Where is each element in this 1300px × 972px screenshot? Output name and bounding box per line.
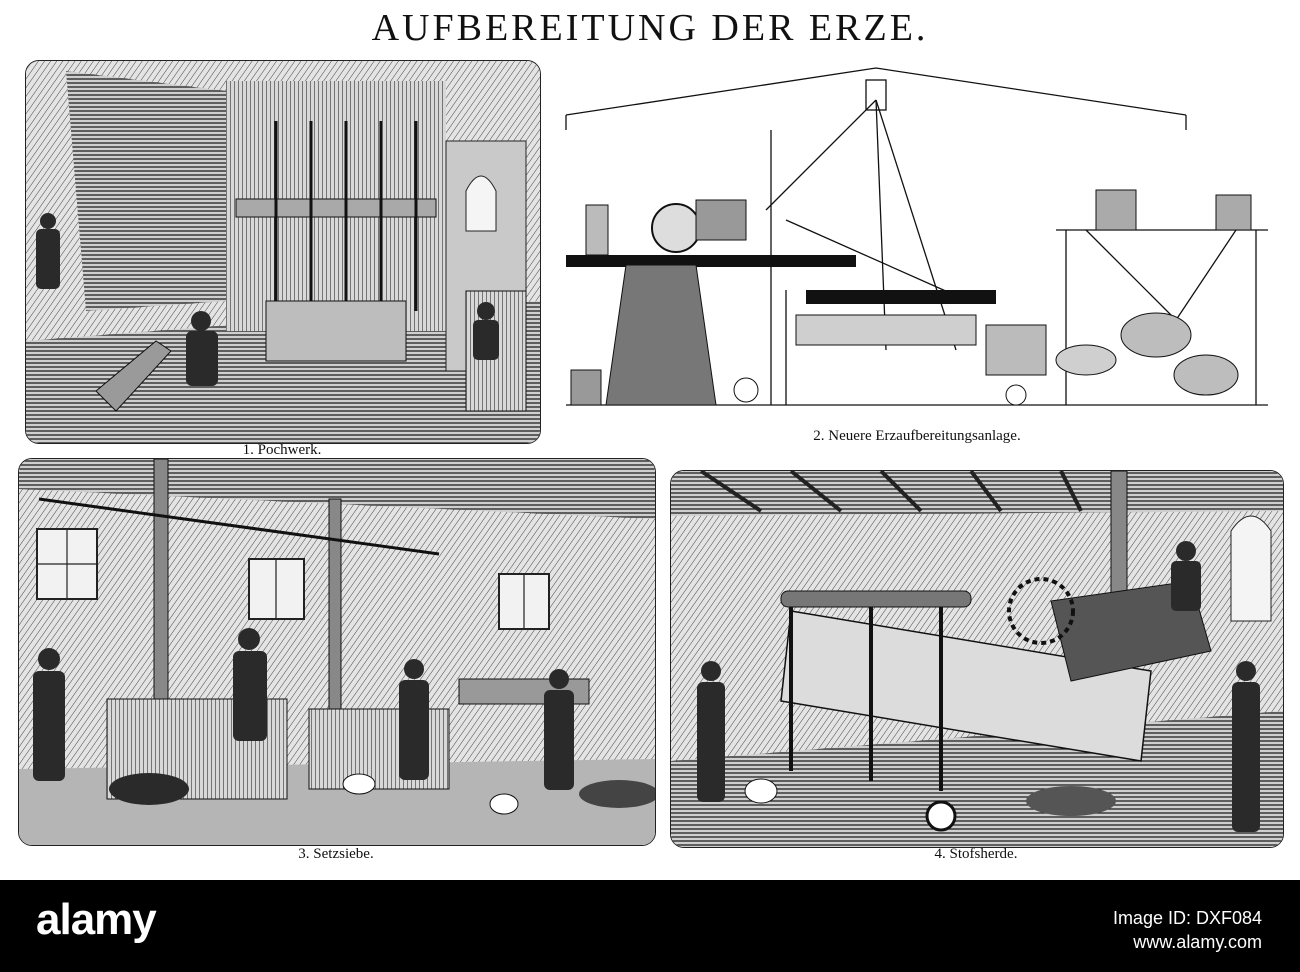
image-id-label: Image ID: DXF084 <box>1112 908 1262 928</box>
illustration-pochwerk <box>25 60 541 444</box>
erzaufbereitungsanlage-drawing <box>565 67 1268 406</box>
setzsiebe-engraving <box>19 459 655 845</box>
caption-stofsherde: 4. Stofsherde. <box>934 846 1018 862</box>
caption-setzsiebe: 3. Setzsiebe. <box>298 846 374 862</box>
illustration-stofsherde <box>670 470 1284 848</box>
illustration-erzaufbereitungsanlage <box>556 60 1278 428</box>
page-title: AUFBEREITUNG DER ERZE. <box>371 7 929 49</box>
caption-erzaufbereitungsanlage: 2. Neuere Erzaufbereitungsanlage. <box>813 428 1021 444</box>
illustration-setzsiebe <box>18 458 656 846</box>
stofsherde-engraving <box>671 471 1283 847</box>
stock-info: Image ID: DXF084 www.alamy.com <box>1113 906 1262 955</box>
stock-logo: alamy <box>36 895 157 944</box>
pochwerk-engraving <box>26 61 540 443</box>
caption-pochwerk: 1. Pochwerk. <box>242 442 322 458</box>
stock-watermark-strip <box>0 880 1300 972</box>
stock-site-url: www.alamy.com <box>1133 932 1262 953</box>
